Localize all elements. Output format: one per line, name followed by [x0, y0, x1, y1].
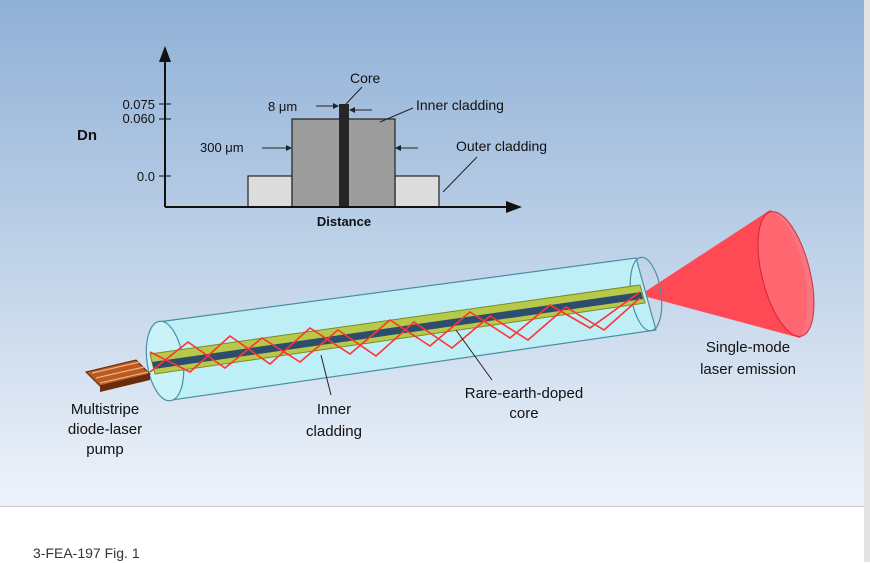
outer-cladding-label: Outer cladding [456, 138, 547, 154]
outer-cladding-step-left [247, 175, 293, 208]
pump-ray-path-1 [149, 297, 641, 373]
cladding-width-arrowhead-right [395, 145, 401, 151]
pump-block-side [100, 374, 150, 392]
tick-label-0060: 0.060 [122, 111, 155, 126]
inner-cladding-fiber-label-line1: Inner [317, 401, 351, 418]
pump-label-line3: pump [86, 441, 124, 458]
figure-caption: 3-FEA-197 Fig. 1 [33, 545, 140, 561]
index-profile-graph: 0.075 0.060 0.0 Dn Distance Core 8 μm In… [77, 46, 547, 229]
core-width-label: 8 μm [268, 99, 297, 114]
caption-area: 3-FEA-197 Fig. 1 [0, 506, 864, 563]
right-edge-bar [864, 0, 870, 562]
x-axis-label: Distance [317, 214, 371, 229]
core-leader-line [455, 329, 493, 381]
inner-cladding-fiber-label-line2: cladding [306, 423, 362, 440]
inner-cladding-leader-line [320, 354, 332, 396]
core-label-leader [345, 86, 363, 105]
cladding-width-label: 300 μm [200, 140, 244, 155]
core-label: Core [350, 70, 381, 86]
inner-cladding-leader [379, 107, 414, 123]
doped-core-stripe [152, 292, 643, 369]
diode-laser-pump [85, 359, 151, 392]
core-fiber-label-line2: core [509, 405, 538, 422]
core-width-arrowhead-right [349, 107, 355, 113]
tick-label-0075: 0.075 [122, 97, 155, 112]
pump-stripe-1 [91, 361, 141, 374]
pump-ray-path-2 [149, 291, 641, 373]
core-fiber-label-line1: Rare-earth-doped [465, 385, 583, 402]
pump-stripe-3 [99, 371, 149, 384]
inner-cladding-label: Inner cladding [416, 97, 504, 113]
core-width-arrowhead-left [333, 103, 339, 109]
outer-cladding-step-right [394, 175, 440, 208]
cladding-width-arrowhead-left [286, 145, 292, 151]
pump-stripe-2 [95, 366, 145, 379]
emission-label-line2: laser emission [700, 361, 796, 378]
core-step [339, 104, 349, 207]
y-axis-label: Dn [77, 127, 97, 144]
tick-label-00: 0.0 [137, 169, 155, 184]
outer-cladding-leader [442, 156, 478, 193]
pump-label-line1: Multistripe [71, 401, 139, 418]
laser-emission-cone-base [757, 211, 815, 337]
pump-label-line2: diode-laser [68, 421, 142, 438]
fiber-illustration: Multistripe diode-laser pump Inner cladd… [68, 210, 815, 458]
x-axis-arrowhead [506, 201, 522, 213]
emission-label-line1: Single-mode [706, 339, 790, 356]
y-axis-arrowhead [159, 46, 171, 62]
fiber-laser-figure: 0.075 0.060 0.0 Dn Distance Core 8 μm In… [0, 0, 864, 506]
